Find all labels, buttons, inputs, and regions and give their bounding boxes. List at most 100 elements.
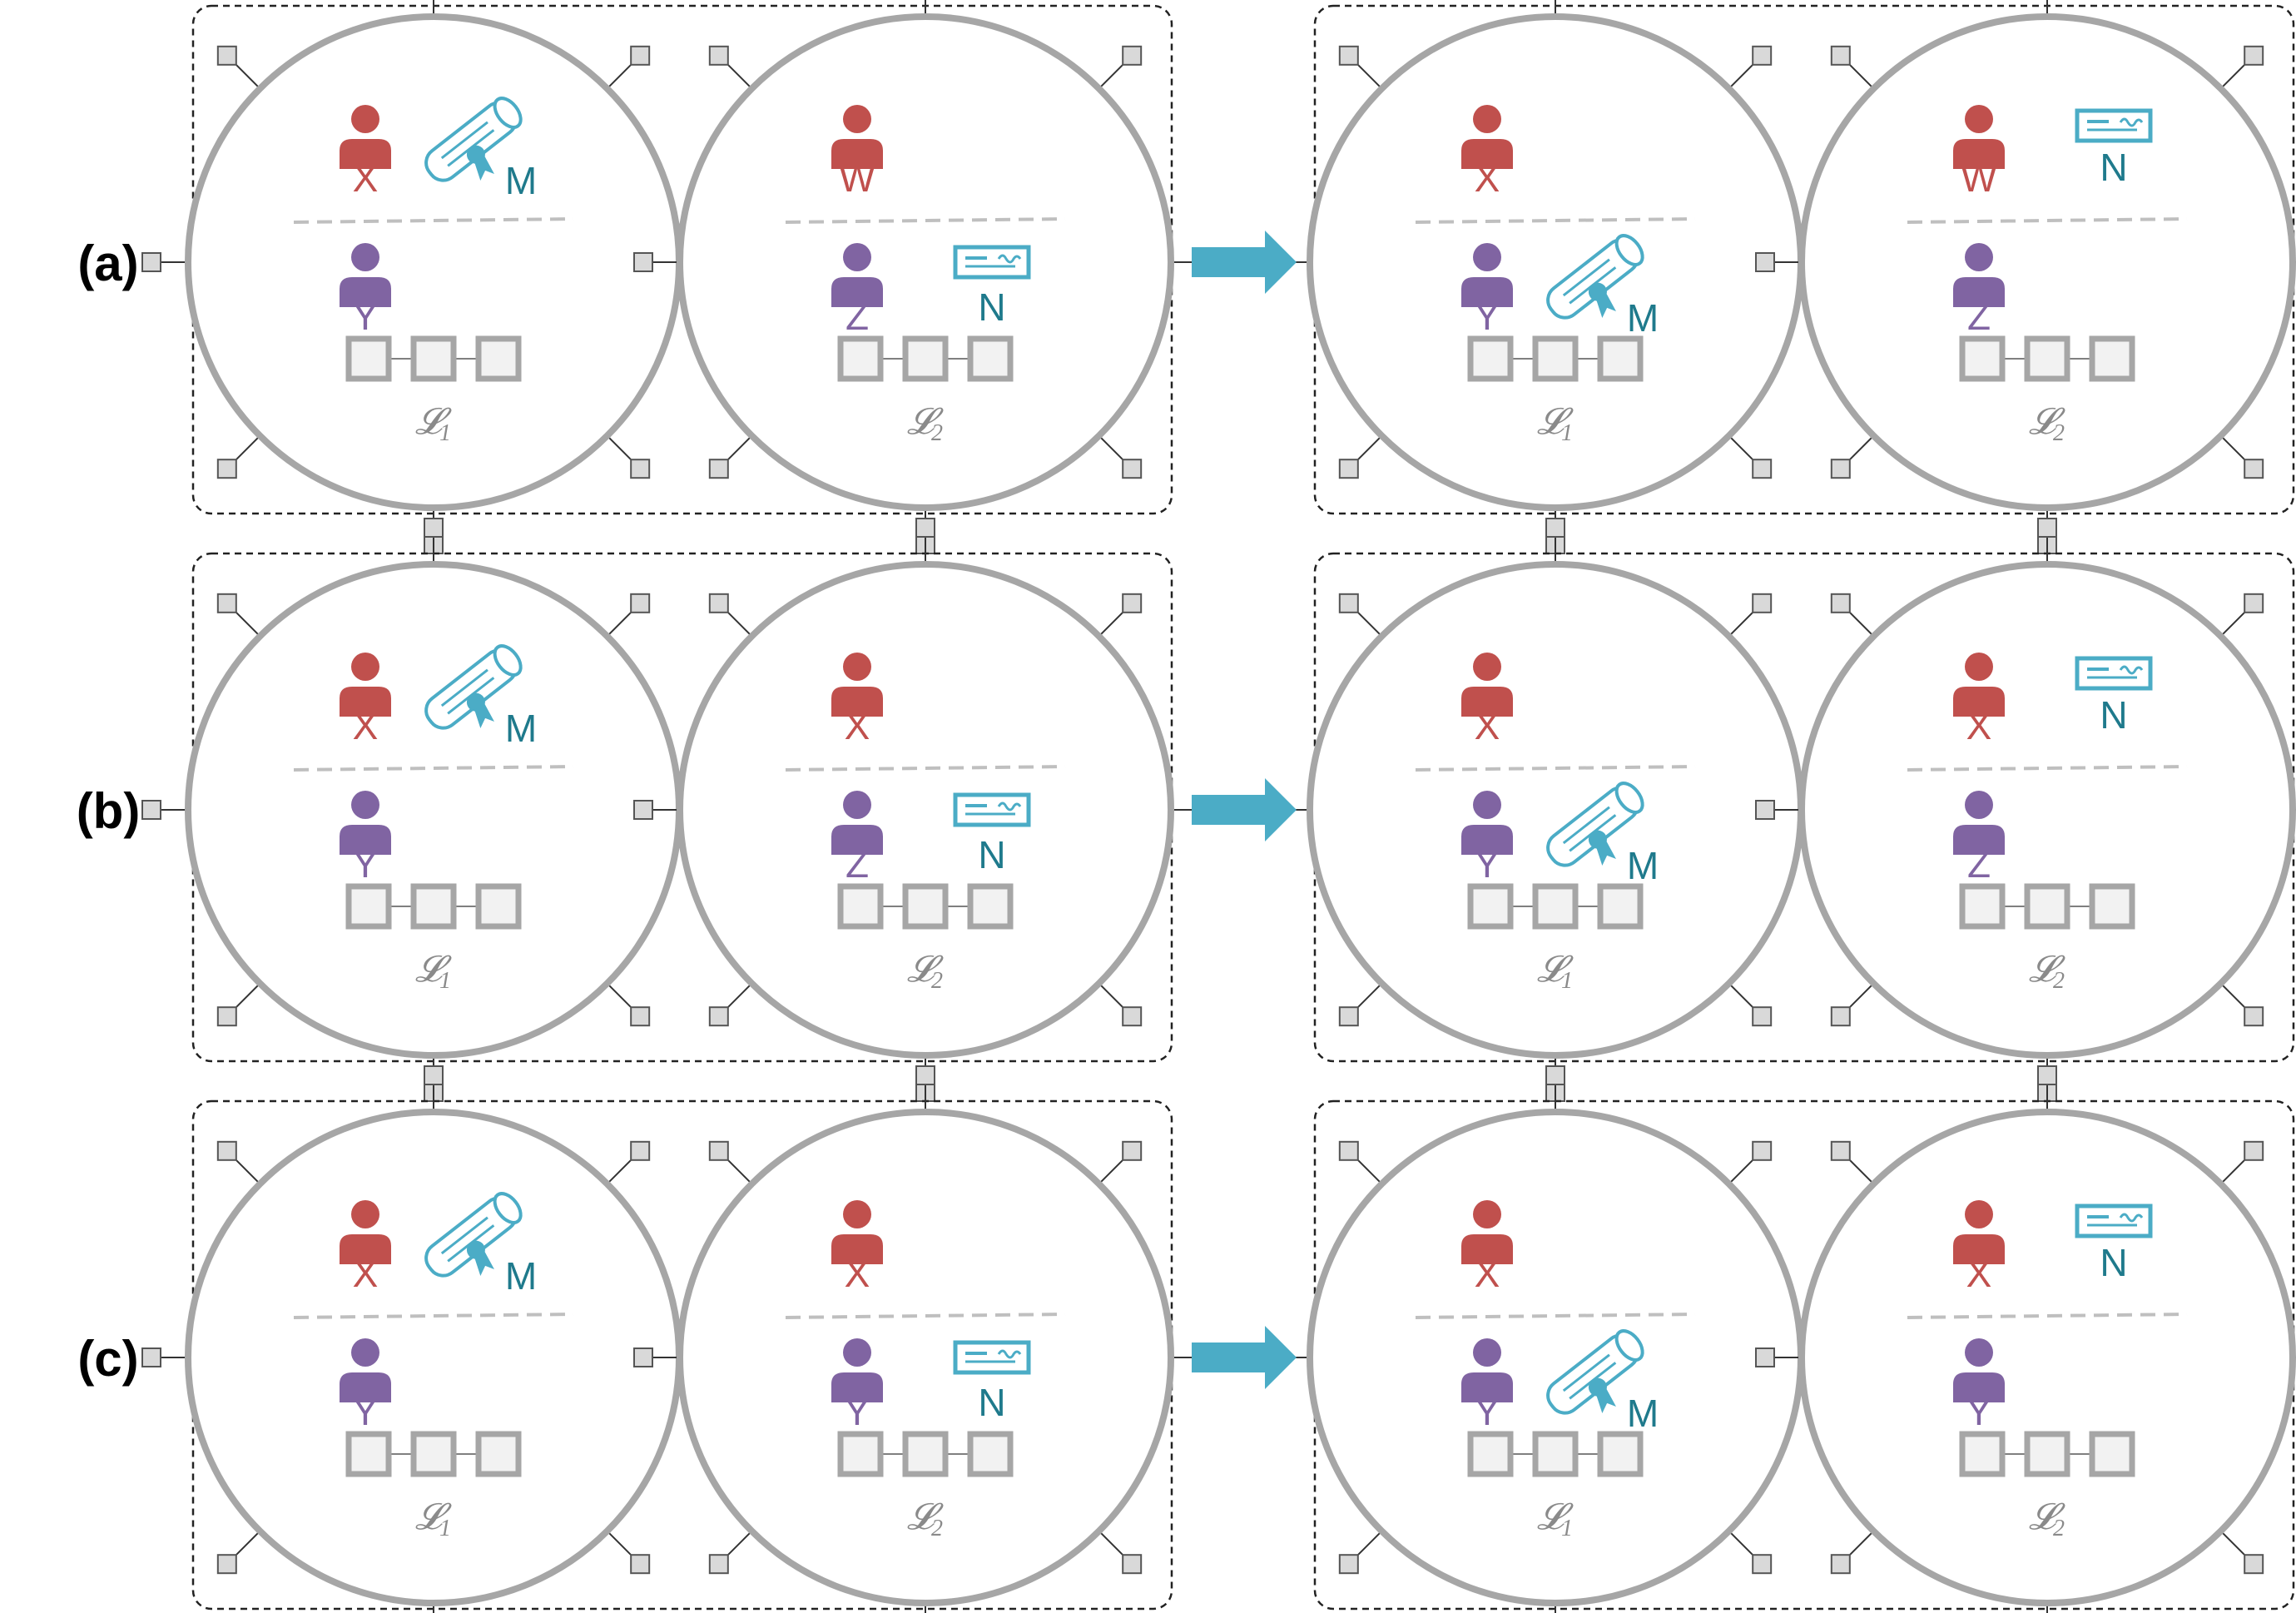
network-node-icon bbox=[1338, 1006, 1359, 1027]
ledger-block bbox=[1467, 1431, 1514, 1477]
bottom-participant-label: Y bbox=[1475, 1390, 1500, 1433]
network-node-icon bbox=[216, 459, 237, 479]
network-node-icon bbox=[915, 1065, 935, 1085]
ledger-subscript-label: 1 bbox=[439, 968, 451, 994]
asset-label: N bbox=[978, 285, 1005, 329]
bank-check-icon bbox=[2075, 108, 2153, 143]
network-node-icon bbox=[1338, 1140, 1359, 1161]
ledger-block bbox=[2089, 1431, 2135, 1477]
ledger-boundary bbox=[1798, 1109, 2296, 1606]
network-node-icon bbox=[1752, 459, 1773, 479]
network-node-icon bbox=[630, 1140, 651, 1161]
ledger-block bbox=[345, 335, 392, 382]
ledger-block bbox=[2089, 883, 2135, 930]
network-node-icon bbox=[216, 1554, 237, 1575]
right-arrow-icon bbox=[1192, 1326, 1297, 1389]
row-label: (b) bbox=[77, 783, 141, 839]
ledger-block bbox=[837, 335, 884, 382]
person-icon bbox=[340, 653, 391, 717]
network-node-icon bbox=[424, 1065, 444, 1085]
ledger-subscript-label: 2 bbox=[2053, 968, 2065, 994]
network-node-icon bbox=[1752, 1006, 1773, 1027]
ledger-subscript-label: 2 bbox=[931, 420, 943, 446]
ledger-subscript-label: 1 bbox=[1561, 420, 1573, 446]
ledger-subscript-label: 1 bbox=[439, 1516, 451, 1541]
ledger-block bbox=[2024, 883, 2070, 930]
network-node-icon bbox=[1830, 1554, 1851, 1575]
ledger-block bbox=[1532, 1431, 1579, 1477]
network-node-icon bbox=[708, 1006, 729, 1027]
ledger-block bbox=[2024, 1431, 2070, 1477]
network-node-icon bbox=[1830, 593, 1851, 613]
bank-check-icon bbox=[2075, 1204, 2153, 1238]
person-icon bbox=[831, 653, 883, 717]
ledger-boundary bbox=[677, 561, 1174, 1059]
network-node-icon bbox=[141, 1347, 161, 1367]
bottom-participant-label: Z bbox=[846, 295, 869, 338]
network-node-icon bbox=[1830, 1006, 1851, 1027]
network-node-icon bbox=[630, 1554, 651, 1575]
network-node-icon bbox=[1122, 45, 1143, 66]
person-icon bbox=[1461, 653, 1513, 717]
network-node-icon bbox=[424, 518, 444, 538]
ledger-boundary bbox=[677, 1109, 1174, 1606]
ledger-block bbox=[967, 883, 1014, 930]
network-node-icon bbox=[2037, 518, 2057, 538]
top-participant-label: X bbox=[353, 704, 379, 747]
network-node-icon bbox=[1122, 459, 1143, 479]
ledger-block bbox=[1959, 335, 2006, 382]
ledger-block bbox=[1597, 883, 1644, 930]
network-node-icon bbox=[633, 252, 653, 272]
asset-label: N bbox=[978, 833, 1005, 876]
network-node-icon bbox=[216, 1140, 237, 1161]
section-divider bbox=[1415, 217, 1696, 224]
network-node-icon bbox=[2244, 459, 2264, 479]
person-icon bbox=[1461, 1338, 1513, 1402]
section-divider bbox=[293, 217, 574, 224]
top-participant-label: X bbox=[353, 1252, 379, 1295]
ledger-subscript-label: 1 bbox=[439, 420, 451, 446]
top-participant-label: X bbox=[1475, 156, 1500, 200]
network-node-icon bbox=[1830, 459, 1851, 479]
person-icon bbox=[1953, 1338, 2005, 1402]
network-node-icon bbox=[708, 1554, 729, 1575]
network-node-icon bbox=[1755, 252, 1775, 272]
network-node-icon bbox=[2244, 45, 2264, 66]
section-divider bbox=[785, 1313, 1066, 1319]
network-node-icon bbox=[633, 1347, 653, 1367]
network-node-icon bbox=[1122, 593, 1143, 613]
network-node-icon bbox=[708, 459, 729, 479]
network-node-icon bbox=[630, 593, 651, 613]
section-divider bbox=[1415, 1313, 1696, 1319]
ledger-block bbox=[475, 883, 522, 930]
network-node-icon bbox=[630, 1006, 651, 1027]
ledger-block bbox=[410, 883, 457, 930]
person-icon bbox=[1461, 243, 1513, 307]
ledger-block bbox=[410, 1431, 457, 1477]
network-node-icon bbox=[141, 800, 161, 820]
network-node-icon bbox=[1122, 1140, 1143, 1161]
ledger-block bbox=[967, 335, 1014, 382]
ledger-block bbox=[837, 1431, 884, 1477]
section-divider bbox=[1415, 765, 1696, 772]
person-icon bbox=[1461, 791, 1513, 855]
ledger-subscript-label: 2 bbox=[2053, 1516, 2065, 1541]
network-node-icon bbox=[1752, 1554, 1773, 1575]
ledger-block bbox=[2024, 335, 2070, 382]
network-node-icon bbox=[216, 1006, 237, 1027]
asset-label: M bbox=[505, 159, 537, 202]
diploma-scroll-icon bbox=[424, 1192, 523, 1278]
network-node-icon bbox=[1752, 1140, 1773, 1161]
network-node-icon bbox=[1122, 1554, 1143, 1575]
right-arrow-icon bbox=[1192, 778, 1297, 841]
ledger-block bbox=[2089, 335, 2135, 382]
diploma-scroll-icon bbox=[1546, 782, 1644, 867]
